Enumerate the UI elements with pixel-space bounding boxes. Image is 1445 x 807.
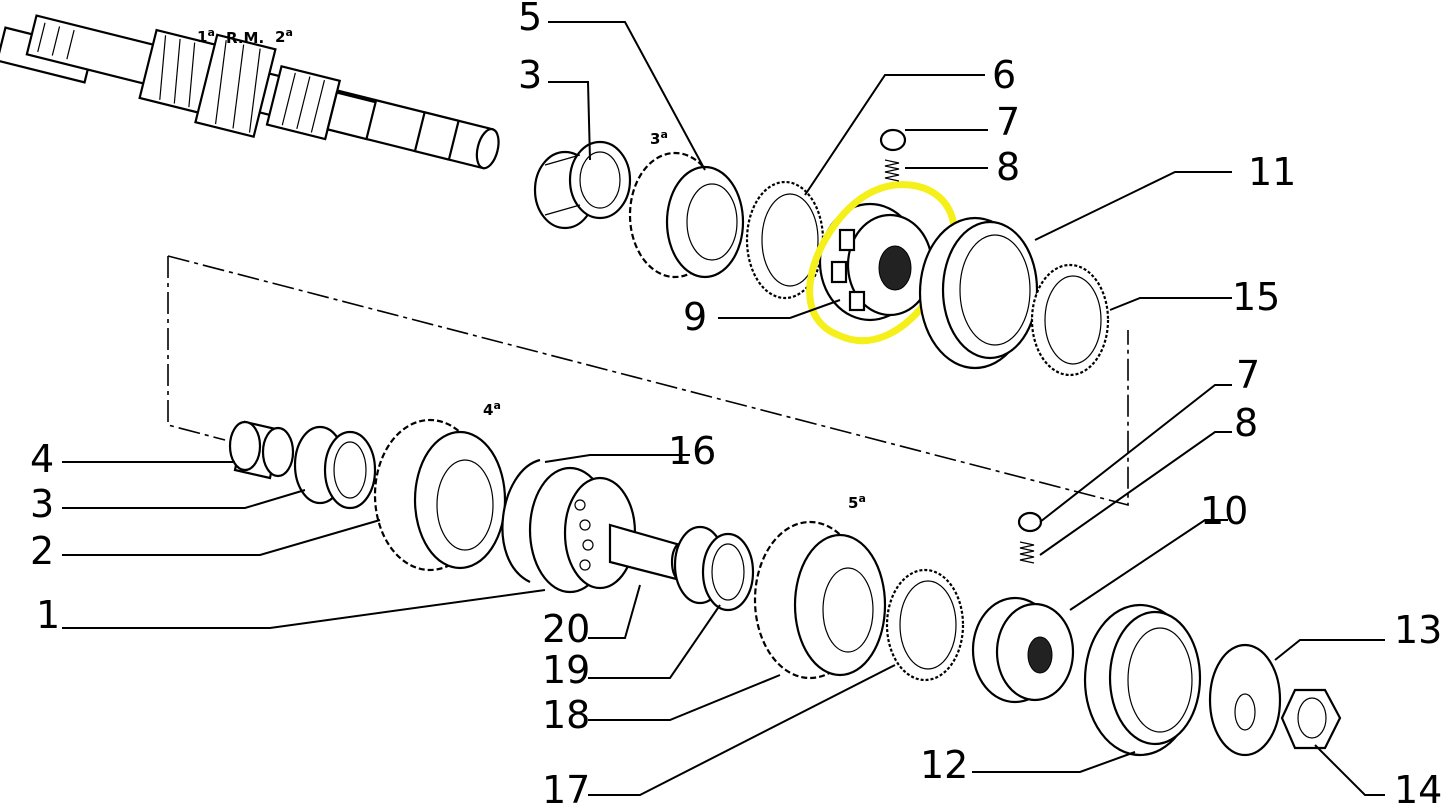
synchro-hub-part-10 (971, 596, 1075, 704)
callout-1: 1 (36, 593, 60, 637)
callout-14: 14 (1394, 768, 1442, 807)
callout-9: 9 (683, 295, 707, 339)
callout-18: 18 (542, 693, 590, 737)
callout-7-top: 7 (996, 100, 1020, 144)
callout-13: 13 (1394, 608, 1442, 652)
spring-part-8-top (884, 159, 900, 182)
bush-part-4 (228, 420, 295, 480)
gear-label-third: 3a (650, 128, 668, 148)
callout-5: 5 (518, 0, 542, 39)
fifth-gear-part-18 (753, 520, 887, 680)
needle-bearing-part-19 (673, 525, 755, 612)
callout-12: 12 (920, 743, 968, 787)
callout-10: 10 (1200, 489, 1248, 533)
gear-label-first: 1a (197, 26, 215, 46)
leader-lines (62, 21, 1385, 796)
callout-19: 19 (542, 648, 590, 692)
detent-ball-part-7-top (879, 128, 907, 152)
needle-bearing-part-3-bottom (293, 425, 377, 510)
fourth-gear-part-2 (373, 418, 507, 572)
callout-3-bottom: 3 (30, 482, 54, 526)
callout-20: 20 (542, 607, 590, 651)
callout-2: 2 (30, 529, 54, 573)
assembly-guide-line (167, 256, 226, 441)
needle-bearing-part-3-top (533, 140, 632, 230)
gear-label-reverse: R.M. (226, 29, 264, 47)
callout-15: 15 (1232, 275, 1280, 319)
washer-part-13 (1208, 643, 1282, 757)
assembly-guide-line-2 (167, 255, 1129, 507)
detent-ball-part-7-bottom (1017, 511, 1043, 533)
sleeve-part-11 (918, 216, 1039, 370)
gear-label-second: 2a (275, 26, 293, 46)
synchro-hub-part-9 (818, 202, 934, 322)
callout-3-top: 3 (518, 53, 542, 97)
callout-6: 6 (992, 53, 1016, 97)
synchro-ring-part-15 (1030, 263, 1110, 377)
callout-4: 4 (30, 437, 54, 481)
gear-label-fourth: 4a (483, 399, 501, 419)
callout-11: 11 (1248, 150, 1296, 194)
main-shaft (0, 14, 500, 170)
circlip-part-16 (501, 458, 541, 583)
synchro-ring-part-17 (885, 568, 965, 682)
callout-17: 17 (542, 768, 590, 807)
callout-7-bottom: 7 (1236, 353, 1260, 397)
gear-label-fifth: 5a (848, 492, 866, 512)
callout-8-bottom: 8 (1234, 401, 1258, 445)
callout-16: 16 (668, 429, 716, 473)
third-gear-part-5 (628, 151, 745, 279)
callout-8-top: 8 (996, 145, 1020, 189)
nut-part-14 (1280, 688, 1342, 750)
spring-part-8-bottom (1019, 541, 1035, 564)
sleeve-part-12 (1083, 603, 1202, 757)
